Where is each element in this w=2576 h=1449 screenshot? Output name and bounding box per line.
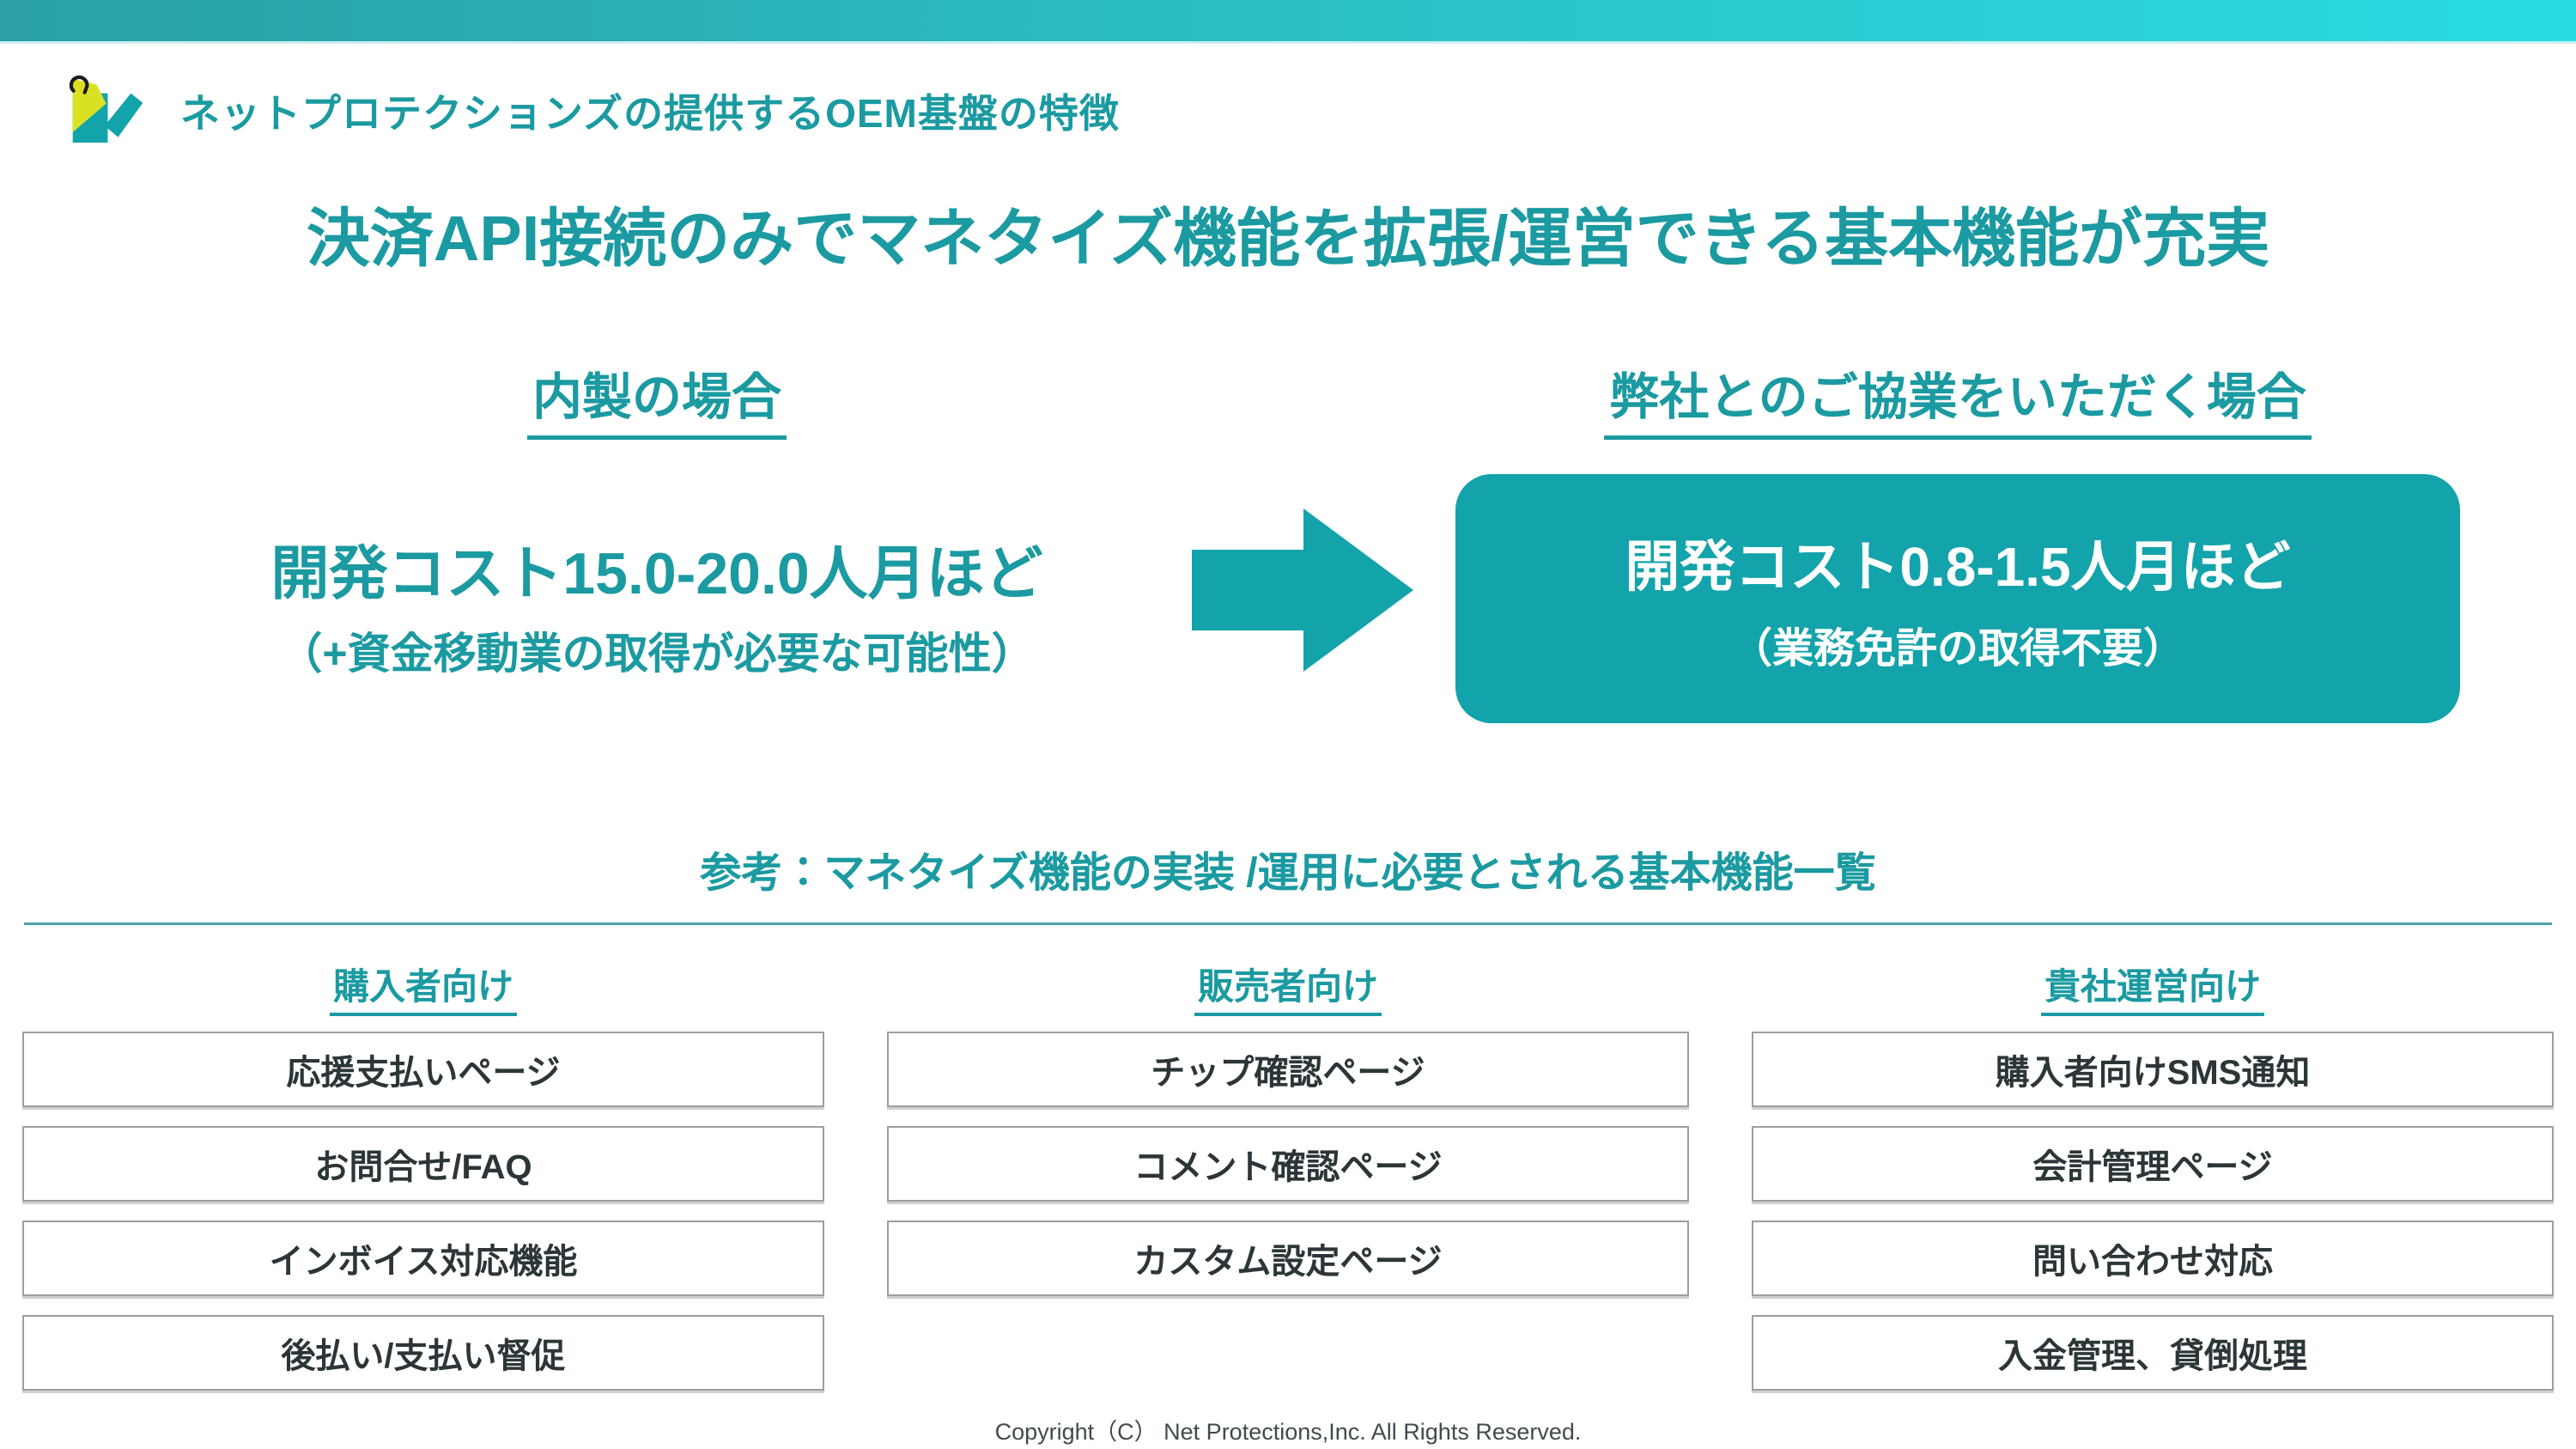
top-gradient-bar bbox=[0, 0, 2576, 44]
feature-box: お問合せ/FAQ bbox=[22, 1126, 824, 1202]
copyright-text: Copyright（C） Net Protections,Inc. All Ri… bbox=[994, 1419, 1582, 1445]
inhouse-cost: 開発コスト15.0-20.0人月ほど bbox=[270, 540, 1043, 606]
left-tag-face-shape bbox=[72, 78, 106, 133]
feature-box: 会計管理ページ bbox=[1752, 1126, 2554, 1202]
partnership-note: （業務免許の取得不要） bbox=[1730, 625, 2184, 672]
tag-string-icon bbox=[69, 75, 89, 94]
feature-box: 問い合わせ対応 bbox=[1752, 1221, 2554, 1297]
slide-header: ネットプロテクションズの提供するOEM基盤の特徴 bbox=[50, 67, 1120, 155]
seller-column: 販売者向け チップ確認ページ コメント確認ページ カスタム設定ページ bbox=[887, 966, 1689, 1297]
feature-box: 入金管理、貸倒処理 bbox=[1752, 1315, 2554, 1391]
buyer-column: 購入者向け 応援支払いページ お問合せ/FAQ インボイス対応機能 後払い/支払… bbox=[22, 966, 824, 1391]
partnership-heading: 弊社とのご協業をいただく場合 bbox=[1604, 369, 2312, 440]
feature-box: 後払い/支払い督促 bbox=[22, 1315, 824, 1391]
inhouse-heading: 内製の場合 bbox=[526, 369, 787, 440]
main-title: 決済API接続のみでマネタイズ機能を拡張/運営できる基本機能が充実 bbox=[306, 203, 2270, 274]
feature-box: 応援支払いページ bbox=[22, 1032, 824, 1108]
partnership-column: 弊社とのご協業をいただく場合 開発コスト0.8-1.5人月ほど （業務免許の取得… bbox=[1455, 369, 2460, 723]
operator-column: 貴社運営向け 購入者向けSMS通知 会計管理ページ 問い合わせ対応 入金管理、貸… bbox=[1752, 966, 2554, 1391]
buyer-column-heading: 購入者向け bbox=[329, 966, 517, 1017]
feature-box: カスタム設定ページ bbox=[887, 1221, 1689, 1297]
header-title: ネットプロテクションズの提供するOEM基盤の特徴 bbox=[180, 91, 1120, 136]
divider-line bbox=[24, 922, 2552, 925]
operator-column-heading: 貴社運営向け bbox=[2040, 966, 2264, 1017]
seller-column-heading: 販売者向け bbox=[1194, 966, 1382, 1017]
right-tag-shape bbox=[104, 93, 143, 137]
arrow-right-icon bbox=[1192, 508, 1413, 672]
feature-box: 購入者向けSMS通知 bbox=[1752, 1032, 2554, 1108]
feature-box: チップ確認ページ bbox=[887, 1032, 1689, 1108]
feature-box: インボイス対応機能 bbox=[22, 1221, 824, 1297]
reference-title: 参考：マネタイズ機能の実装 /運用に必要とされる基本機能一覧 bbox=[700, 850, 1876, 896]
inhouse-note: （+資金移動業の取得が必要な可能性） bbox=[279, 629, 1035, 678]
partnership-cost-box: 開発コスト0.8-1.5人月ほど （業務免許の取得不要） bbox=[1455, 473, 2460, 723]
feature-box: コメント確認ページ bbox=[887, 1126, 1689, 1202]
partnership-cost: 開発コスト0.8-1.5人月ほど bbox=[1625, 535, 2291, 598]
price-tags-logo-icon bbox=[69, 75, 143, 143]
inhouse-column: 内製の場合 開発コスト15.0-20.0人月ほど （+資金移動業の取得が必要な可… bbox=[137, 369, 1176, 681]
